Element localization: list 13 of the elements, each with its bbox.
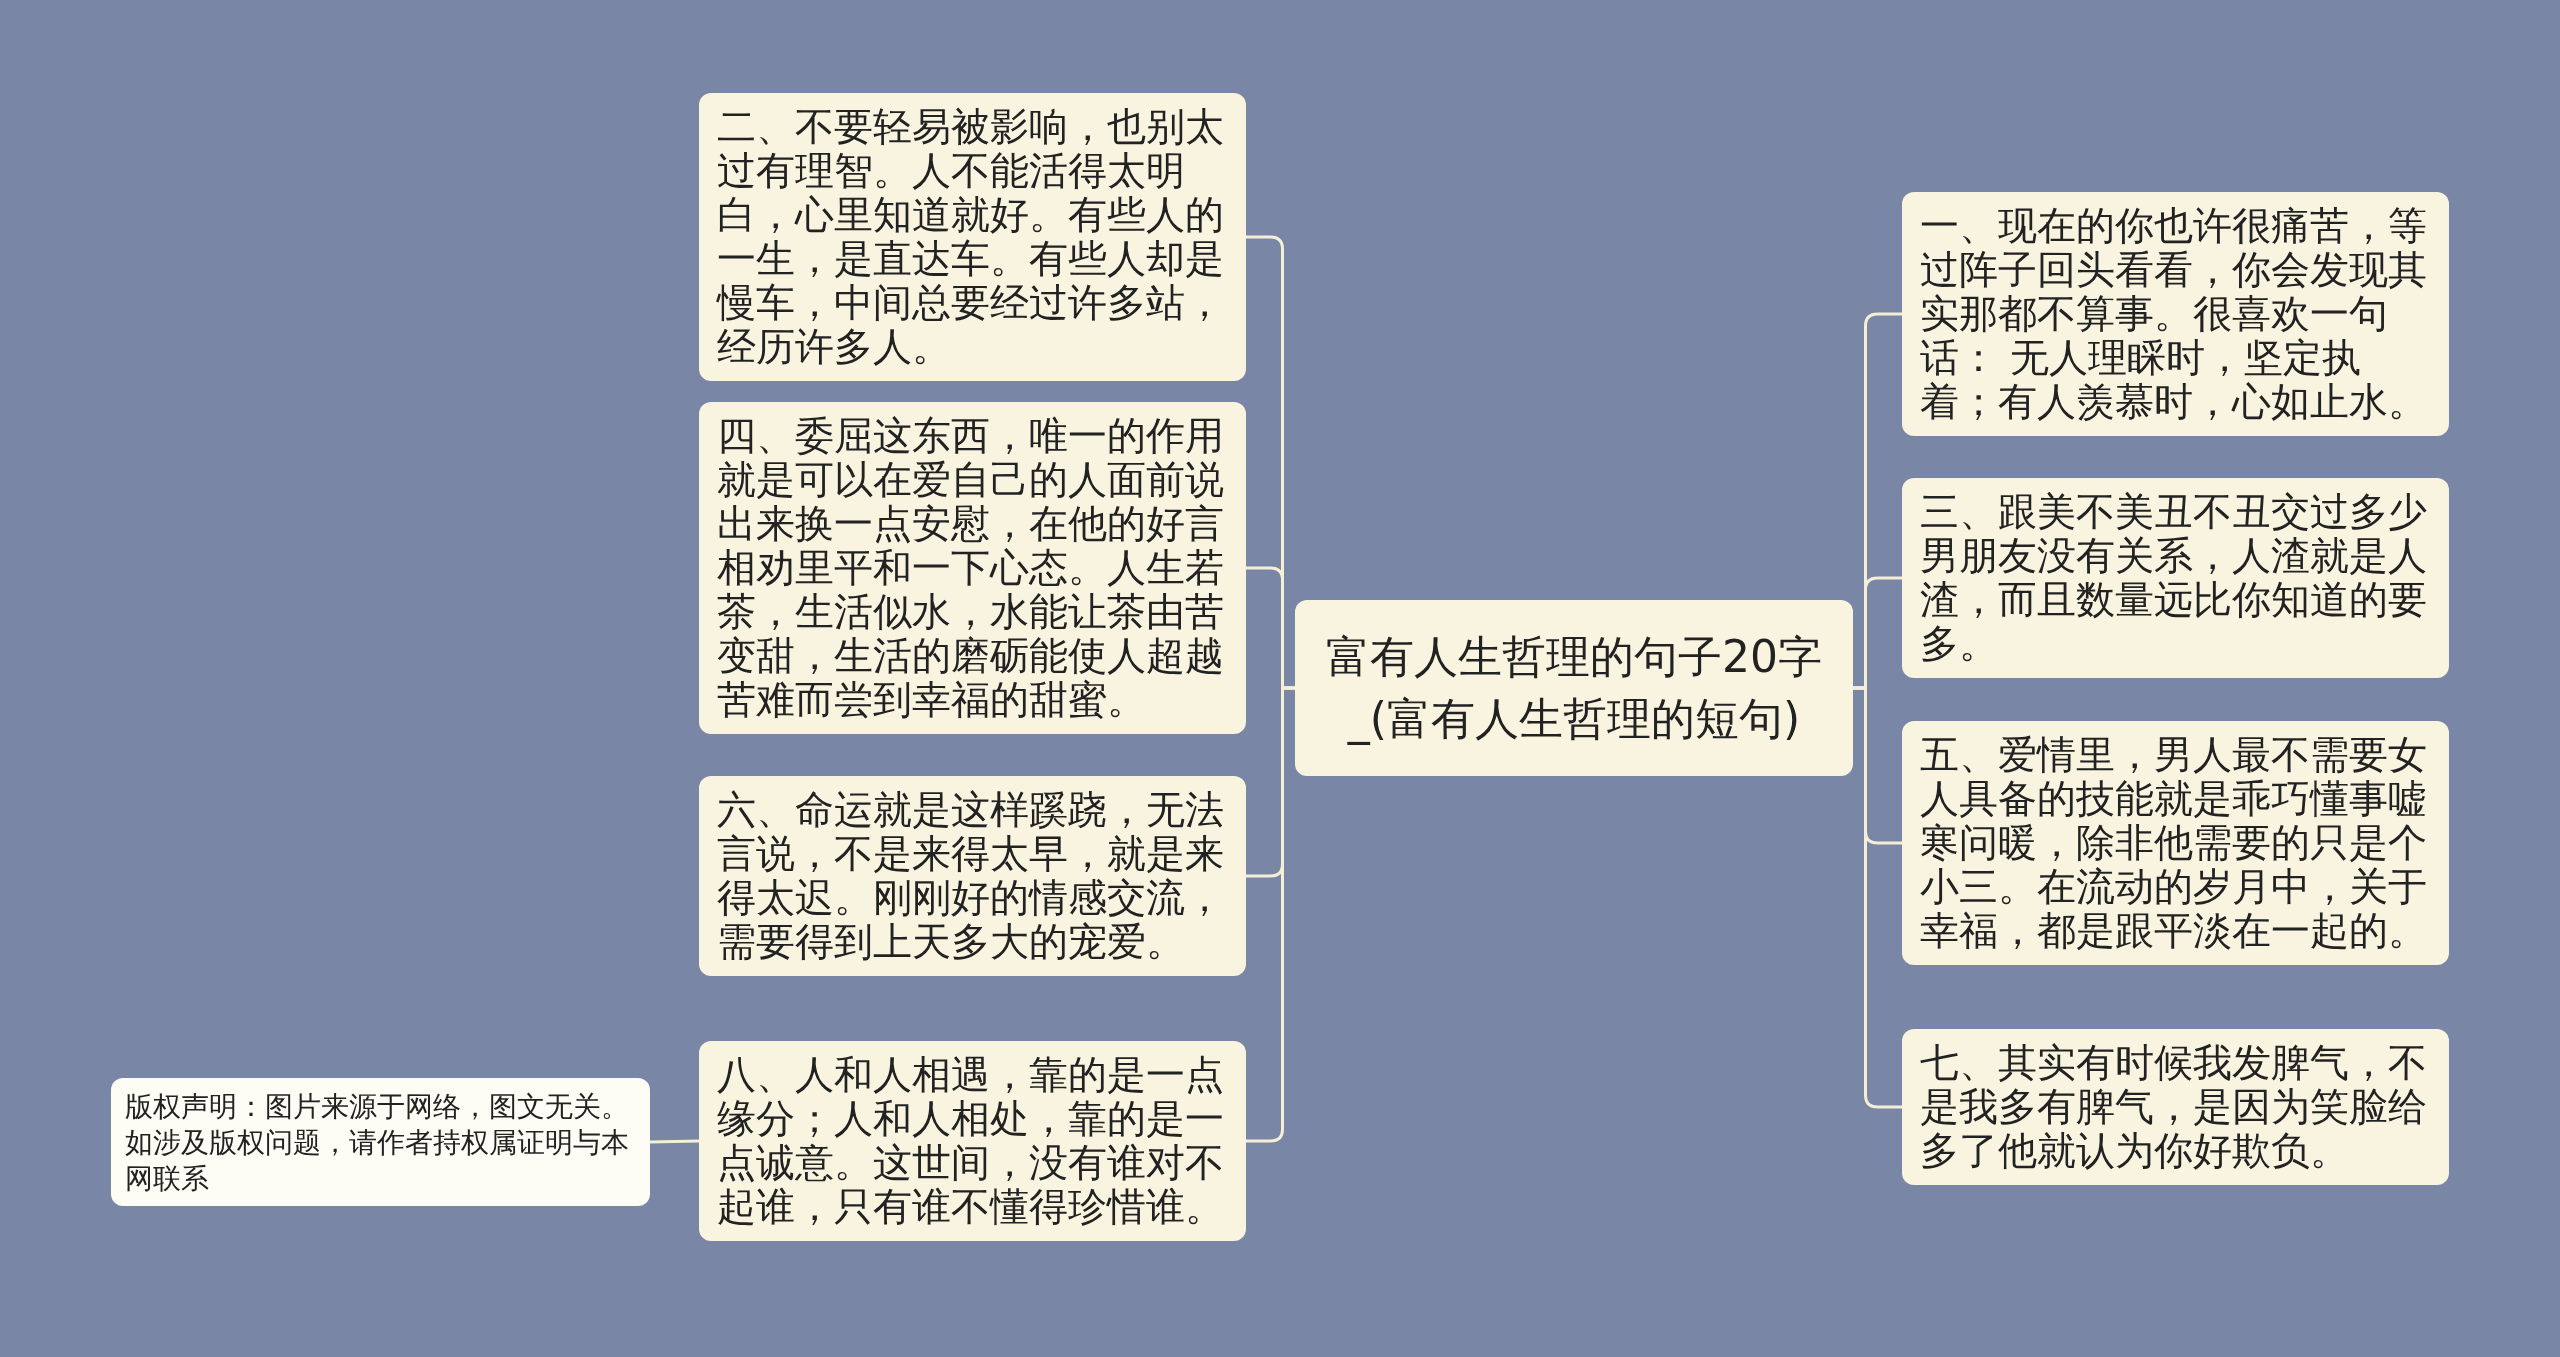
connector-line [649, 1139, 700, 1144]
text-box: 三、跟美不美丑不丑交过多少男朋友没有关系，人渣就是人渣，而且数量远比你知道的要多。 [1902, 478, 2449, 678]
text-box: 四、委屈这东西，唯一的作用就是可以在爱自己的人面前说出来换一点安慰，在他的好言相劝里平和一下心态。人生若茶，生活似水，水能让茶由苦变甜，生活的磨砺能使人超越苦难而尝到幸福的甜蜜。 [699, 402, 1246, 734]
text-box: 五、爱情里，男人最不需要女人具备的技能就是乖巧懂事嘘寒问暖，除非他需要的只是个小三。在流动的岁月中，关于幸福，都是跟平淡在一起的。 [1902, 721, 2449, 965]
text-box: 八、人和人相遇，靠的是一点缘分；人和人相处，靠的是一点诚意。这世间，没有谁对不起谁，只有谁不懂得珍惜谁。 [699, 1041, 1246, 1241]
text-box: 七、其实有时候我发脾气，不是我多有脾气，是因为笑脸给多了他就认为你好欺负。 [1902, 1029, 2449, 1185]
text-box: 六、命运就是这样蹊跷，无法言说，不是来得太早，就是来得太迟。刚刚好的情感交流，需要得到上天多大的宠爱。 [699, 776, 1246, 976]
copyright-note-box: 版权声明：图片来源于网络，图文无关。如涉及版权问题，请作者持权属证明与本网联系 [111, 1078, 650, 1206]
connector-line [1246, 686, 1295, 1143]
text-box: 二、不要轻易被影响，也别太过有理智。人不能活得太明白，心里知道就好。有些人的一生，是直达车。有些人却是慢车，中间总要经过许多站，经历许多人。 [699, 93, 1246, 381]
central-topic-box: 富有人生哲理的句子20字_(富有人生哲理的短句) [1295, 600, 1853, 776]
connector-line [1853, 686, 1902, 1109]
text-box: 一、现在的你也许很痛苦，等过阵子回头看看，你会发现其实那都不算事。很喜欢一句话： 无人理睬时，坚定执着；有人羡慕时，心如止水。 [1902, 192, 2449, 436]
